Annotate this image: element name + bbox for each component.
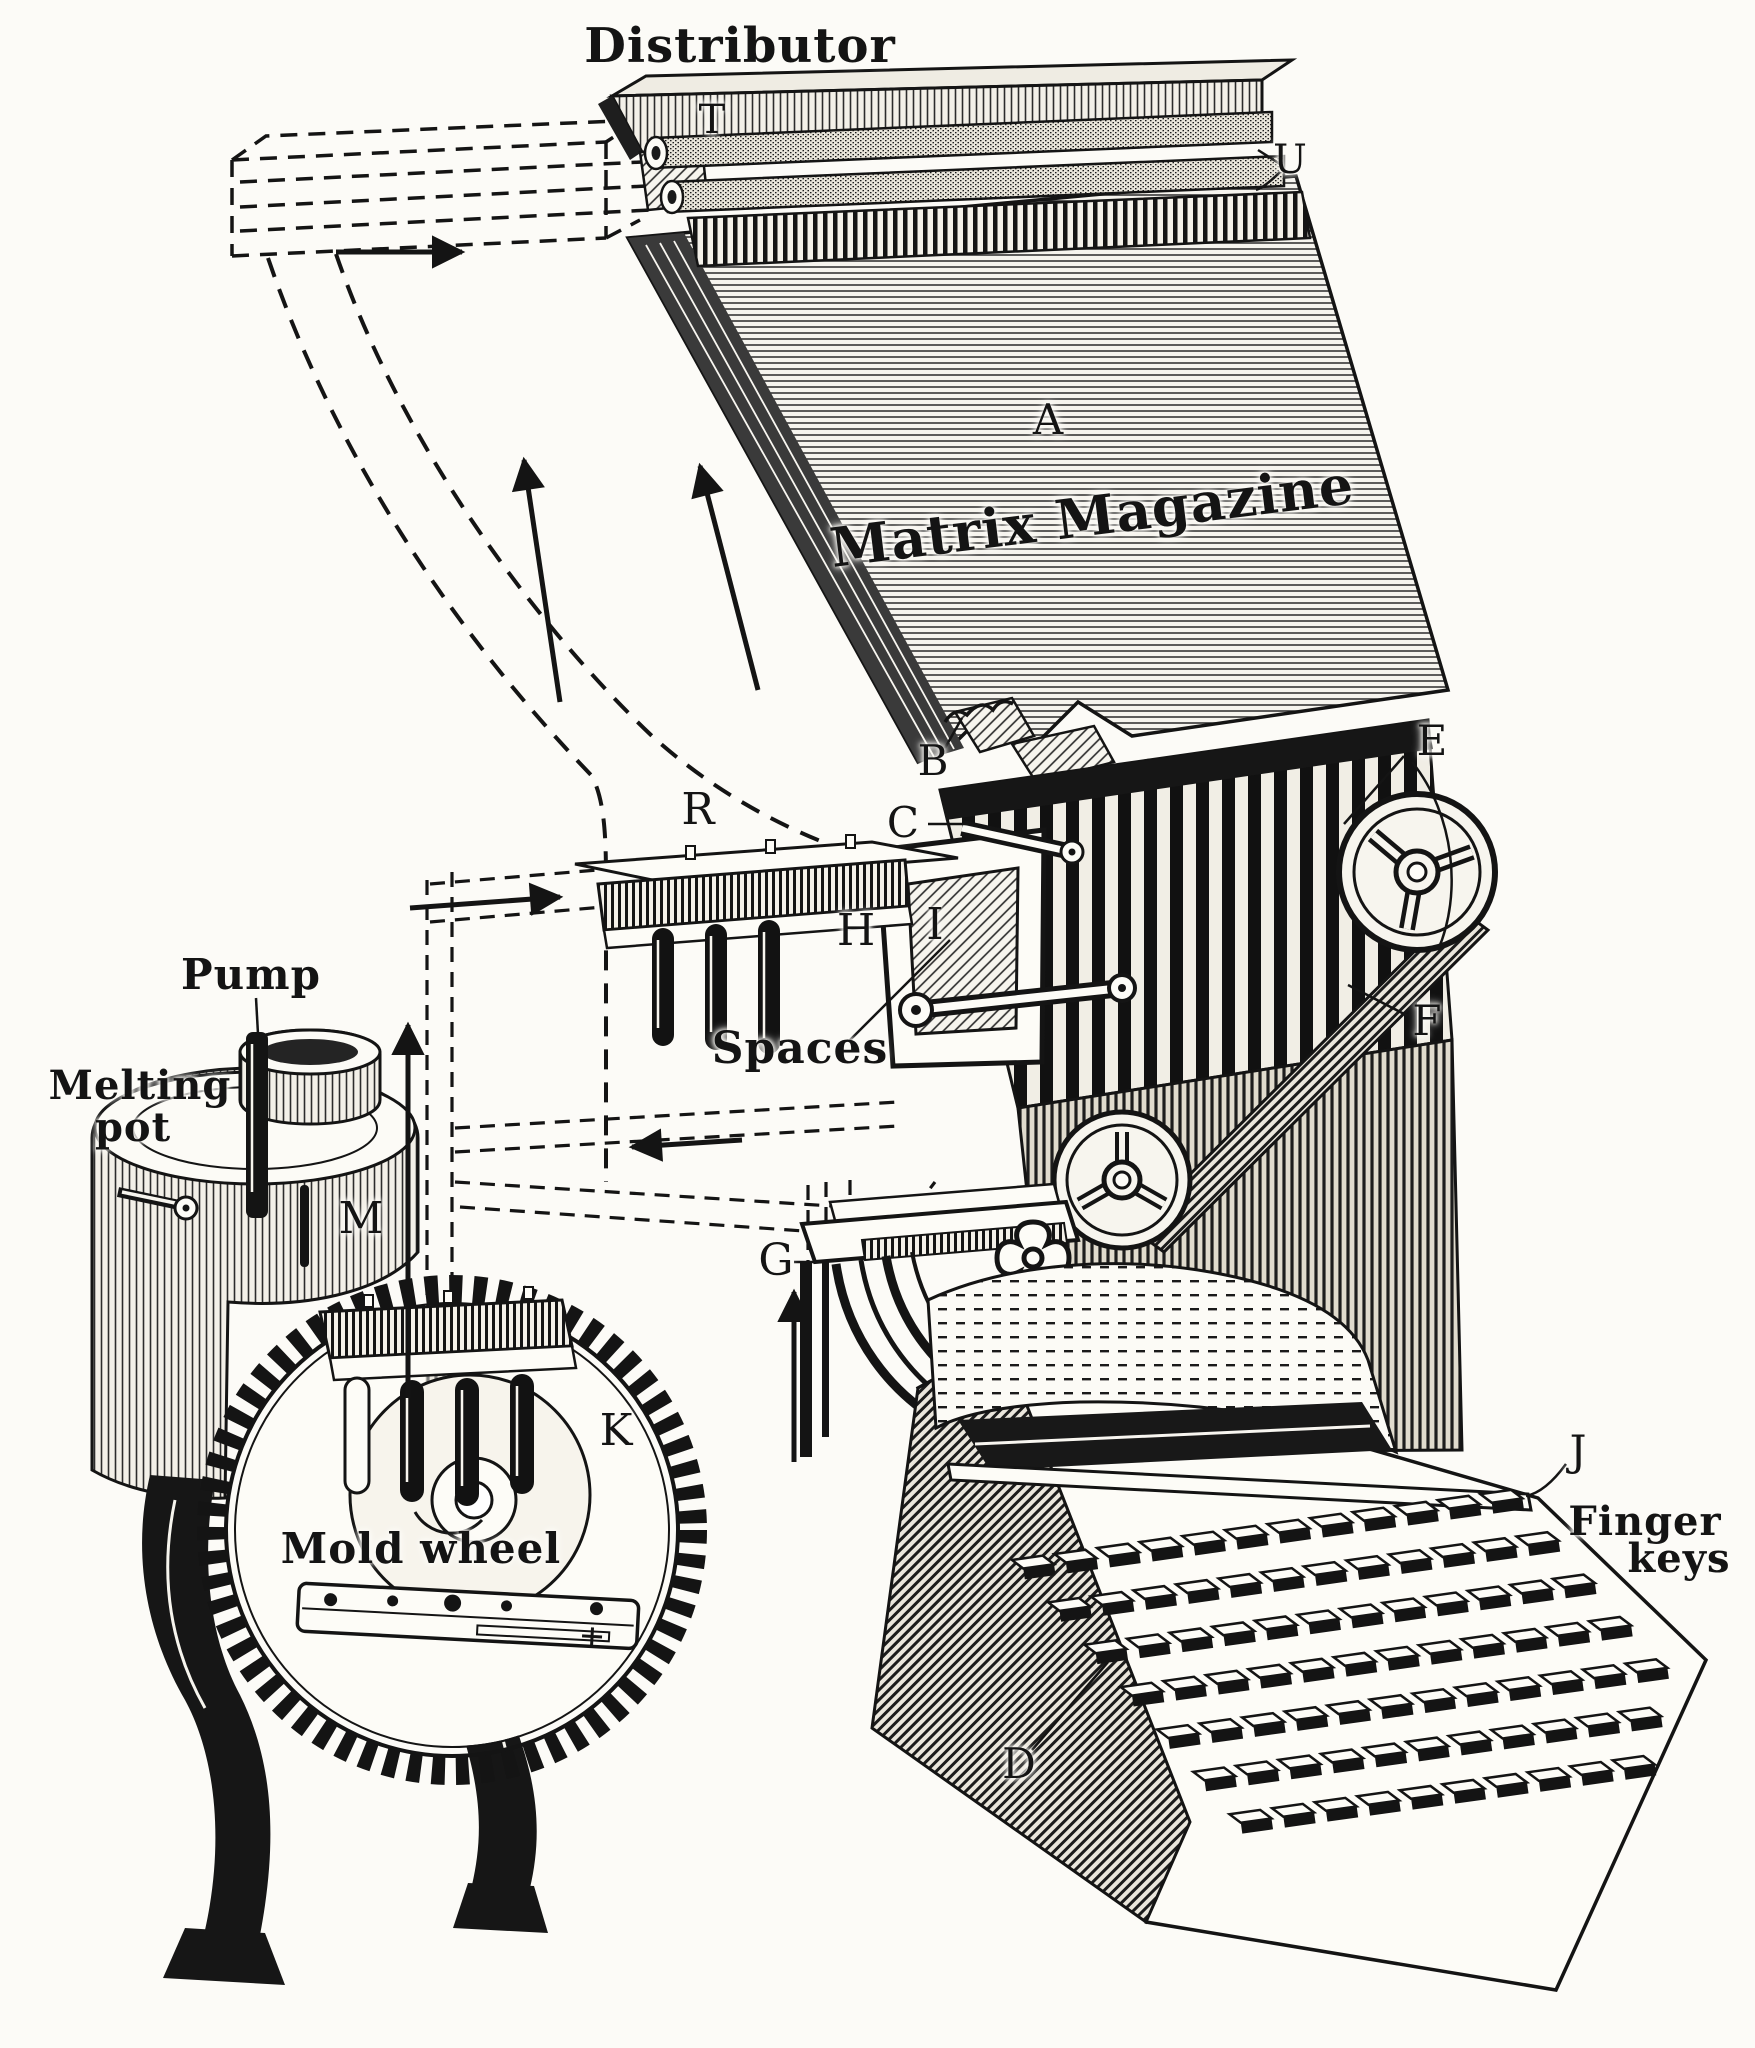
part-letter-i: I bbox=[926, 899, 944, 950]
finger-keys-grid bbox=[1008, 1488, 1671, 1834]
ghost-distributor-box bbox=[230, 117, 651, 258]
distributor-comb-rail bbox=[686, 190, 1312, 268]
upper-pulley bbox=[1336, 791, 1498, 953]
label-spaces: Spaces bbox=[711, 1023, 889, 1074]
part-letter-a: A bbox=[1032, 395, 1064, 444]
melting-pot bbox=[90, 1028, 548, 1985]
part-letter-b: B bbox=[917, 736, 949, 785]
part-letter-e: E bbox=[1416, 716, 1448, 765]
matrix-path-guides bbox=[266, 253, 839, 1182]
assembler-frame bbox=[875, 827, 1137, 1069]
label-finger-keys: keys bbox=[1627, 1535, 1731, 1582]
label-pump: Pump bbox=[181, 950, 321, 999]
mold-bar bbox=[295, 1581, 641, 1651]
spaceband-box-r bbox=[574, 834, 959, 1054]
part-letter-u: U bbox=[1273, 137, 1307, 183]
label-melting: Melting bbox=[48, 1062, 232, 1109]
spacebands-hanging bbox=[652, 920, 780, 1054]
label-distributor: Distributor bbox=[584, 18, 896, 74]
part-letter-t: T bbox=[698, 97, 726, 143]
pot-pin bbox=[300, 1185, 309, 1267]
pump-plunger bbox=[246, 1032, 268, 1218]
label-mold-wheel: Mold wheel bbox=[280, 1524, 562, 1573]
part-letter-h: H bbox=[836, 905, 876, 956]
part-letter-r: R bbox=[681, 784, 715, 835]
label-leaders bbox=[254, 148, 1568, 1751]
part-letter-g: G bbox=[758, 1235, 794, 1286]
mold-wheel bbox=[197, 1275, 707, 1785]
part-letter-j: J bbox=[1569, 1426, 1587, 1475]
spaceband-assembly-in-wheel bbox=[318, 1286, 578, 1535]
escapement-lever-c bbox=[960, 820, 1085, 865]
copy-board bbox=[926, 1262, 1399, 1455]
lower-pulley bbox=[1051, 1109, 1193, 1251]
keyboard-rail-j bbox=[946, 1462, 1533, 1512]
part-letter-m: M bbox=[338, 1193, 384, 1244]
label-finger: Finger bbox=[1568, 1498, 1722, 1545]
flow-arrows bbox=[336, 235, 811, 1462]
label-melting-pot: pot bbox=[94, 1104, 172, 1151]
crucible-collar bbox=[238, 1028, 382, 1126]
keyboard bbox=[870, 1262, 1709, 1992]
part-letter-d: D bbox=[1002, 1739, 1036, 1788]
distributor-screws bbox=[643, 110, 1312, 268]
part-letter-k: K bbox=[599, 1405, 633, 1456]
part-letter-f: F bbox=[1412, 996, 1442, 1045]
escapement-squiggle bbox=[943, 699, 1014, 723]
part-letter-c: C bbox=[886, 798, 920, 847]
pot-handle bbox=[116, 1187, 199, 1221]
